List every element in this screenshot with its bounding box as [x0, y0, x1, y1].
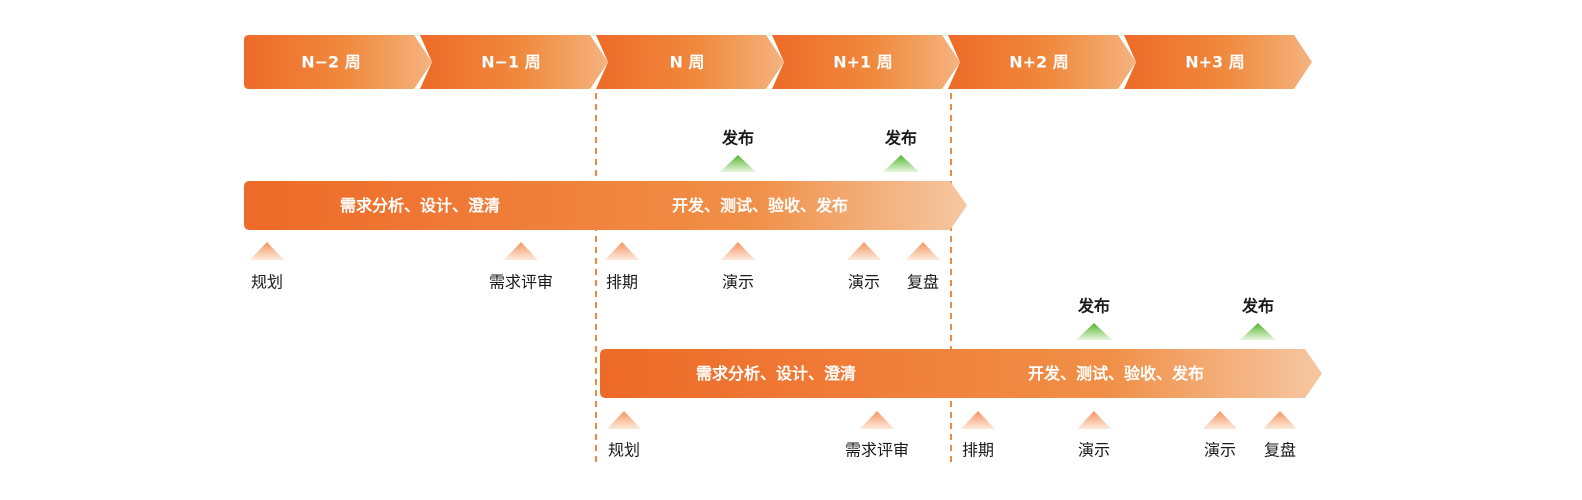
week-dividers	[595, 93, 952, 462]
release-marker-icon	[1240, 323, 1276, 340]
iteration-bar	[244, 181, 967, 230]
phase-label-0: 需求分析、设计、澄清	[340, 196, 500, 215]
week-label-2: N 周	[670, 53, 705, 72]
milestone-label-2: 排期	[606, 273, 638, 292]
milestone-marker-icon	[1263, 411, 1297, 429]
milestone-label-4: 演示	[848, 273, 880, 292]
milestone-marker-icon	[1203, 411, 1237, 429]
week-label-3: N+1 周	[833, 53, 893, 72]
week-chevron-1	[420, 35, 608, 89]
phase-label-1: 开发、测试、验收、发布	[1028, 364, 1204, 383]
week-label-5: N+3 周	[1185, 53, 1245, 72]
milestone-marker-icon	[607, 411, 641, 429]
milestone-marker-icon	[504, 242, 538, 260]
week-label-4: N+2 周	[1009, 53, 1069, 72]
milestone-label-4: 演示	[1204, 441, 1236, 460]
milestone-label-5: 复盘	[1264, 441, 1296, 460]
week-chevron-2	[596, 35, 784, 89]
milestone-label-0: 规划	[251, 273, 283, 292]
milestone-label-3: 演示	[1078, 441, 1110, 460]
release-label-1: 发布	[884, 129, 917, 148]
week-header: N−2 周 N−1 周 N 周 N+1 周 N+2 周 N+3 周	[244, 35, 1312, 89]
milestone-label-0: 规划	[608, 441, 640, 460]
week-label-1: N−1 周	[481, 53, 541, 72]
milestone-label-5: 复盘	[907, 273, 939, 292]
milestone-marker-icon	[721, 242, 755, 260]
phase-label-0: 需求分析、设计、澄清	[696, 364, 856, 383]
release-marker-icon	[1076, 323, 1112, 340]
milestone-label-1: 需求评审	[489, 273, 553, 292]
week-chevron-0	[244, 35, 432, 89]
milestone-marker-icon	[906, 242, 940, 260]
milestone-marker-icon	[250, 242, 284, 260]
week-chevron-5	[1124, 35, 1312, 89]
release-marker-icon	[720, 155, 756, 172]
milestone-label-1: 需求评审	[845, 441, 909, 460]
milestone-marker-icon	[860, 411, 894, 429]
milestone-marker-icon	[1077, 411, 1111, 429]
milestone-label-2: 排期	[962, 441, 994, 460]
week-chevron-4	[948, 35, 1136, 89]
phase-label-1: 开发、测试、验收、发布	[672, 196, 848, 215]
release-marker-icon	[883, 155, 919, 172]
week-chevron-3	[772, 35, 960, 89]
milestone-marker-icon	[605, 242, 639, 260]
release-label-0: 发布	[721, 129, 754, 148]
week-label-0: N−2 周	[301, 53, 361, 72]
milestone-marker-icon	[847, 242, 881, 260]
release-label-1: 发布	[1241, 297, 1274, 316]
milestone-label-3: 演示	[722, 273, 754, 292]
iteration-bar	[600, 349, 1322, 398]
milestone-marker-icon	[961, 411, 995, 429]
release-label-0: 发布	[1077, 297, 1110, 316]
iteration-cycles: 需求分析、设计、澄清开发、测试、验收、发布发布发布规划需求评审排期演示演示复盘需…	[244, 129, 1322, 460]
